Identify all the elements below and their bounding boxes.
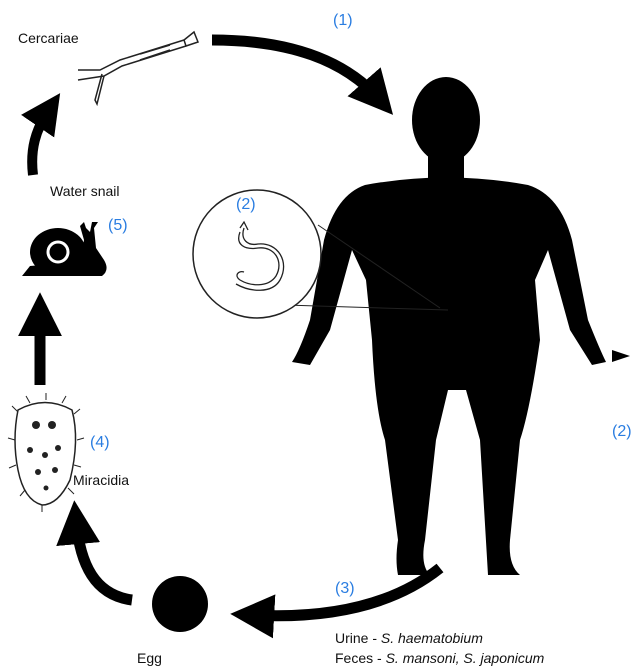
egg-icon	[152, 576, 208, 632]
label-urine: Urine - S. haematobium	[335, 630, 483, 646]
step-number-5: (5)	[108, 217, 128, 235]
step-number-3: (3)	[335, 580, 355, 598]
snail-icon	[22, 222, 107, 276]
adult-worm-pair-inset	[193, 190, 321, 318]
miracidium-drawing	[8, 393, 84, 512]
hand-marker	[612, 350, 630, 362]
step-number-1: (1)	[333, 12, 353, 30]
step-number-4: (4)	[90, 434, 110, 452]
label-feces: Feces - S. mansoni, S. japonicum	[335, 650, 544, 666]
arrow-snail-to-cercariae	[32, 108, 50, 175]
label-miracidia: Miracidia	[73, 472, 129, 488]
human-silhouette	[292, 77, 606, 575]
cercaria-drawing	[78, 32, 198, 104]
feces-prefix: Feces -	[335, 650, 386, 666]
label-egg: Egg	[137, 650, 162, 666]
urine-prefix: Urine -	[335, 630, 381, 646]
arrow-egg-to-miracidia	[76, 520, 132, 600]
label-water-snail: Water snail	[50, 183, 120, 199]
step-number-2-inset: (2)	[236, 196, 256, 214]
step-number-2-right: (2)	[612, 423, 632, 441]
urine-species: S. haematobium	[381, 630, 483, 646]
feces-species: S. mansoni, S. japonicum	[386, 650, 545, 666]
label-cercariae: Cercariae	[18, 30, 79, 46]
arrow-cercariae-to-human	[212, 40, 380, 100]
